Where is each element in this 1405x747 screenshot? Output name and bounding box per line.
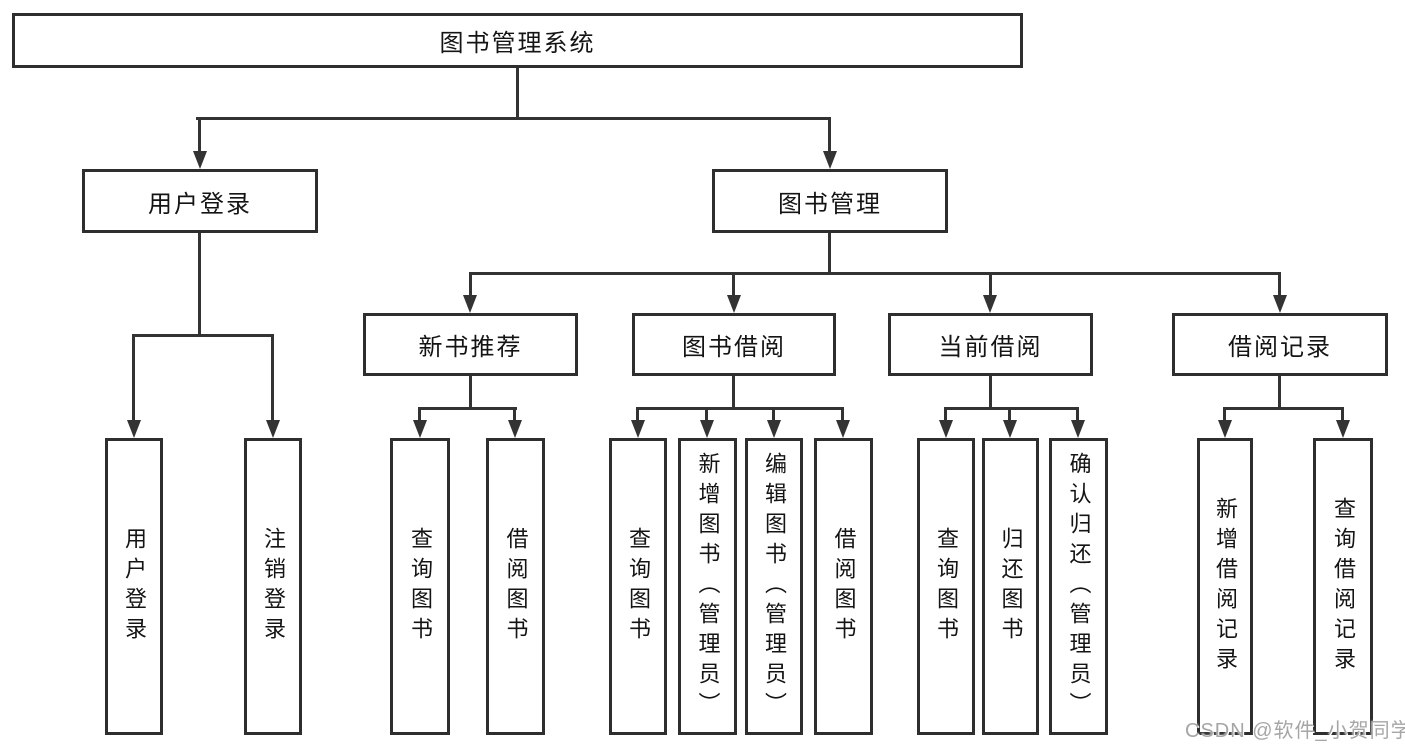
node-leaf-edit-book-admin: 编辑图书（管理员） bbox=[745, 438, 803, 735]
connector-line-vertical bbox=[516, 66, 519, 120]
arrowhead-down-icon bbox=[836, 420, 850, 438]
node-label: 查询图书 bbox=[934, 526, 959, 647]
connector-line-vertical bbox=[513, 407, 516, 421]
connector-line-vertical bbox=[469, 272, 472, 296]
node-leaf-borrow-book: 借阅图书 bbox=[814, 438, 873, 735]
arrowhead-down-icon bbox=[700, 420, 714, 438]
watermark-text: CSDN @软件_小贺同学 bbox=[1185, 720, 1405, 742]
node-label: 归还图书 bbox=[998, 526, 1024, 647]
node-label: 新增图书（管理员） bbox=[695, 451, 721, 722]
node-leaf-borrow-book: 借阅图书 bbox=[486, 438, 545, 735]
arrowhead-down-icon bbox=[127, 420, 141, 438]
connector-line-horizontal bbox=[636, 407, 844, 410]
node-leaf-query-borrow-record: 查询借阅记录 bbox=[1313, 438, 1373, 735]
node-leaf-add-borrow-record: 新增借阅记录 bbox=[1197, 438, 1253, 735]
connector-line-vertical bbox=[1076, 407, 1079, 421]
node-label: 当前借阅 bbox=[938, 334, 1043, 361]
node-leaf-query-book: 查询图书 bbox=[390, 438, 450, 735]
connector-line-vertical bbox=[1223, 407, 1226, 421]
node-library-management-system: 图书管理系统 bbox=[12, 13, 1023, 68]
node-book-management: 图书管理 bbox=[712, 169, 948, 233]
node-borrow-record: 借阅记录 bbox=[1172, 313, 1388, 376]
node-leaf-confirm-return-admin: 确认归还（管理员） bbox=[1049, 438, 1108, 735]
node-label: 查询借阅记录 bbox=[1331, 496, 1356, 677]
connector-line-vertical bbox=[705, 407, 708, 421]
node-label: 新书推荐 bbox=[418, 334, 523, 361]
connector-line-vertical bbox=[1341, 407, 1344, 421]
node-label: 注销登录 bbox=[261, 526, 286, 647]
node-label: 图书管理系统 bbox=[439, 30, 596, 57]
node-label: 借阅记录 bbox=[1228, 334, 1332, 361]
connector-line-vertical bbox=[1008, 407, 1011, 421]
node-current-borrow: 当前借阅 bbox=[888, 313, 1093, 376]
node-leaf-query-book: 查询图书 bbox=[917, 438, 975, 735]
arrowhead-down-icon bbox=[823, 151, 837, 169]
connector-line-vertical bbox=[469, 376, 472, 410]
connector-line-vertical bbox=[636, 407, 639, 421]
node-new-book-recommend: 新书推荐 bbox=[363, 313, 578, 376]
connector-line-vertical bbox=[418, 407, 421, 421]
node-label: 查询图书 bbox=[408, 526, 433, 647]
connector-line-horizontal bbox=[196, 117, 831, 120]
arrowhead-down-icon bbox=[631, 420, 645, 438]
node-label: 确认归还（管理员） bbox=[1066, 451, 1092, 722]
connector-line-vertical bbox=[841, 407, 844, 421]
node-leaf-logout-login: 注销登录 bbox=[244, 438, 302, 735]
arrowhead-down-icon bbox=[1273, 295, 1287, 313]
connector-line-vertical bbox=[198, 233, 201, 337]
arrowhead-down-icon bbox=[767, 420, 781, 438]
connector-line-vertical bbox=[732, 272, 735, 296]
node-user-login: 用户登录 bbox=[82, 169, 318, 233]
connector-line-vertical bbox=[989, 376, 992, 410]
node-label: 用户登录 bbox=[122, 526, 147, 647]
connector-line-vertical bbox=[772, 407, 775, 421]
node-leaf-user-login: 用户登录 bbox=[105, 438, 163, 735]
connector-line-vertical bbox=[198, 117, 201, 151]
connector-line-horizontal bbox=[418, 407, 517, 410]
connector-line-vertical bbox=[1278, 272, 1281, 296]
connector-line-vertical bbox=[732, 376, 735, 410]
arrowhead-down-icon bbox=[266, 420, 280, 438]
arrowhead-down-icon bbox=[983, 295, 997, 313]
connector-line-vertical bbox=[271, 334, 274, 422]
arrowhead-down-icon bbox=[413, 420, 427, 438]
node-label: 借阅图书 bbox=[503, 526, 529, 647]
node-label: 查询图书 bbox=[626, 526, 651, 647]
connector-line-horizontal bbox=[132, 334, 274, 337]
connector-line-horizontal bbox=[944, 407, 1079, 410]
node-book-borrow: 图书借阅 bbox=[632, 313, 836, 376]
connector-line-vertical bbox=[944, 407, 947, 421]
connector-line-vertical bbox=[828, 117, 831, 151]
arrowhead-down-icon bbox=[939, 420, 953, 438]
connector-line-vertical bbox=[828, 233, 831, 275]
node-label: 借阅图书 bbox=[831, 526, 857, 647]
node-leaf-query-book: 查询图书 bbox=[609, 438, 667, 735]
connector-line-horizontal bbox=[1223, 407, 1344, 410]
node-label: 新增借阅记录 bbox=[1213, 496, 1238, 677]
arrowhead-down-icon bbox=[1336, 420, 1350, 438]
node-label: 用户登录 bbox=[148, 190, 252, 218]
arrowhead-down-icon bbox=[463, 295, 477, 313]
arrowhead-down-icon bbox=[1071, 420, 1085, 438]
node-label: 编辑图书（管理员） bbox=[762, 451, 787, 722]
arrowhead-down-icon bbox=[193, 151, 207, 169]
node-leaf-return-book: 归还图书 bbox=[982, 438, 1039, 735]
connector-line-vertical bbox=[1278, 376, 1281, 410]
connector-line-vertical bbox=[989, 272, 992, 296]
node-label: 图书借阅 bbox=[682, 334, 786, 361]
connector-line-horizontal bbox=[469, 272, 1281, 275]
arrowhead-down-icon bbox=[1003, 420, 1017, 438]
arrowhead-down-icon bbox=[1218, 420, 1232, 438]
connector-line-vertical bbox=[132, 334, 135, 422]
node-leaf-add-book-admin: 新增图书（管理员） bbox=[678, 438, 737, 735]
arrowhead-down-icon bbox=[508, 420, 522, 438]
arrowhead-down-icon bbox=[727, 295, 741, 313]
node-label: 图书管理 bbox=[778, 190, 882, 218]
